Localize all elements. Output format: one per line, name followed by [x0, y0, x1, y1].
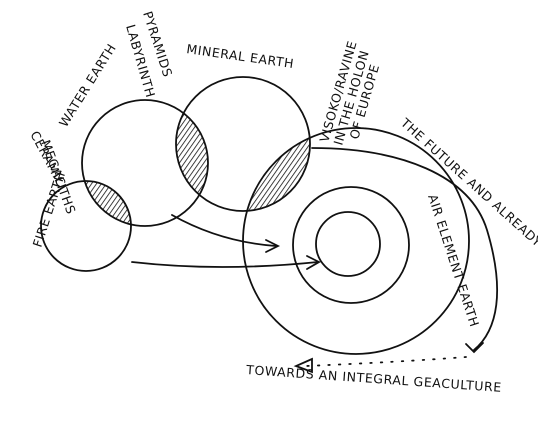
- label-water-earth: WATER EARTH: [56, 41, 119, 130]
- fire-earth-circle: [40, 180, 132, 272]
- label-towards: TOWARDS AN INTEGRAL GEACULTURE: [245, 362, 503, 395]
- fire-to-center-arrow: [131, 261, 319, 268]
- water-to-center-arrow: [171, 214, 277, 247]
- water-arrowhead: [265, 239, 281, 253]
- inner-circle: [315, 211, 381, 277]
- future-curve-arrow: [311, 147, 498, 351]
- visoko-ravine-intersection: [243, 128, 310, 211]
- air-element-earth-circle: [292, 186, 410, 304]
- fire-arrowhead: [306, 255, 321, 270]
- water-earth-circle: [81, 99, 209, 227]
- return-arrowhead: [293, 357, 313, 374]
- label-air-element-earth: AIR ELEMENT EARTH: [425, 192, 482, 329]
- mineral-earth-circle: [175, 76, 311, 212]
- return-dotted-line: [305, 356, 467, 367]
- future-arrowhead: [465, 342, 484, 354]
- label-future: THE FUTURE AND ALREADY EXISTENT: [397, 114, 538, 296]
- label-mineral-earth: MINERAL EARTH: [186, 41, 295, 71]
- ceramic-megaliths-intersection: [82, 181, 131, 226]
